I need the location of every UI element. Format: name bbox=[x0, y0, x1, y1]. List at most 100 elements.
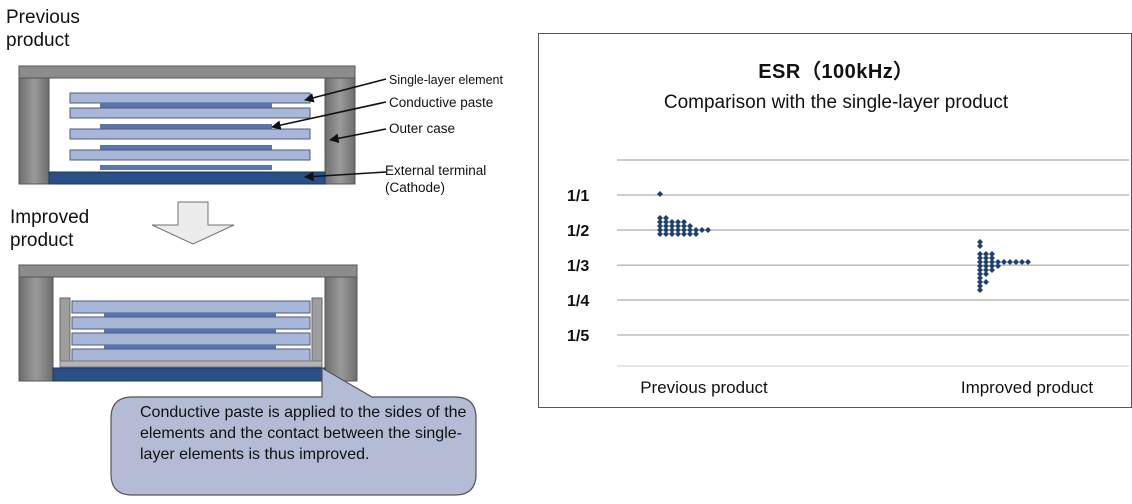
data-point bbox=[681, 231, 687, 237]
data-point bbox=[983, 263, 989, 269]
data-point bbox=[693, 227, 699, 233]
callout-bubble bbox=[110, 366, 477, 496]
outer-case-right-wall bbox=[324, 276, 358, 382]
external-terminal bbox=[52, 367, 326, 382]
data-point bbox=[977, 259, 983, 265]
x-tick-label: Previous product bbox=[640, 378, 768, 397]
single-layer-element bbox=[71, 332, 311, 346]
outer-case-top bbox=[18, 65, 356, 79]
data-point bbox=[1025, 259, 1031, 265]
data-point bbox=[657, 191, 663, 197]
down-arrow-icon bbox=[151, 201, 235, 245]
data-point bbox=[675, 227, 681, 233]
data-point bbox=[681, 219, 687, 225]
structure-diagram bbox=[18, 65, 477, 496]
y-tick-label: 1/2 bbox=[567, 223, 589, 240]
data-point bbox=[657, 231, 663, 237]
data-point bbox=[977, 279, 983, 285]
data-point bbox=[663, 215, 669, 221]
data-point bbox=[669, 219, 675, 225]
data-point bbox=[1001, 259, 1007, 265]
single-layer-element bbox=[71, 348, 311, 362]
data-point bbox=[977, 271, 983, 277]
data-point bbox=[669, 223, 675, 229]
data-point bbox=[687, 227, 693, 233]
previous-product-label: Previous product bbox=[6, 7, 80, 51]
esr-chart: ESR（100kHz） Comparison with the single-l… bbox=[538, 33, 1132, 408]
bottom-paste-layer bbox=[59, 360, 323, 368]
data-point bbox=[657, 219, 663, 225]
data-point bbox=[675, 219, 681, 225]
data-point bbox=[989, 267, 995, 273]
outer-case-left-wall bbox=[18, 276, 54, 382]
data-point bbox=[1007, 259, 1013, 265]
data-point bbox=[989, 251, 995, 257]
single-layer-element-callout: Single-layer element bbox=[389, 73, 503, 87]
external-terminal-callout: External terminal (Cathode) bbox=[385, 163, 487, 195]
outer-case-callout: Outer case bbox=[389, 121, 456, 136]
data-point bbox=[687, 223, 693, 229]
data-point bbox=[983, 267, 989, 273]
data-point bbox=[699, 227, 705, 233]
data-point bbox=[675, 231, 681, 237]
conductive-paste-layer bbox=[100, 145, 272, 150]
y-tick-label: 1/1 bbox=[567, 188, 589, 205]
single-layer-element bbox=[71, 316, 311, 330]
data-point bbox=[669, 231, 675, 237]
data-point bbox=[681, 223, 687, 229]
data-point bbox=[977, 275, 983, 281]
outer-case-left-wall bbox=[18, 77, 50, 185]
conductive-paste-layer bbox=[104, 313, 276, 317]
side-conductive-paste bbox=[59, 297, 71, 367]
x-tick-label: Improved product bbox=[961, 378, 1094, 397]
external-terminal bbox=[48, 171, 326, 185]
data-point bbox=[989, 255, 995, 261]
y-tick-label: 1/4 bbox=[567, 293, 589, 310]
data-point bbox=[657, 223, 663, 229]
data-point bbox=[657, 227, 663, 233]
data-point bbox=[1019, 259, 1025, 265]
data-point bbox=[977, 283, 983, 289]
single-layer-element bbox=[69, 128, 311, 140]
data-point bbox=[681, 227, 687, 233]
outer-case-top bbox=[18, 264, 358, 278]
data-point bbox=[1013, 259, 1019, 265]
data-point bbox=[977, 287, 983, 293]
data-point bbox=[675, 223, 681, 229]
data-point bbox=[983, 279, 989, 285]
conductive-paste-layer bbox=[104, 345, 276, 349]
y-tick-label: 1/5 bbox=[567, 328, 589, 345]
conductive-paste-callout: Conductive paste bbox=[389, 95, 494, 110]
conductive-paste-layer bbox=[100, 124, 272, 129]
chart-title: ESR（100kHz） bbox=[758, 61, 914, 83]
data-point bbox=[977, 243, 983, 249]
previous-product-drawing bbox=[18, 65, 356, 185]
callout-note: Conductive paste is applied to the sides… bbox=[140, 404, 467, 463]
data-point bbox=[663, 219, 669, 225]
improved-product-drawing bbox=[18, 264, 358, 382]
leader-lines bbox=[271, 78, 387, 182]
single-layer-element bbox=[69, 107, 311, 119]
single-layer-element bbox=[69, 149, 311, 161]
data-point bbox=[669, 227, 675, 233]
data-point bbox=[663, 231, 669, 237]
data-point bbox=[657, 215, 663, 221]
data-point bbox=[663, 223, 669, 229]
data-point bbox=[687, 231, 693, 237]
chart-subtitle: Comparison with the single-layer product bbox=[663, 92, 1009, 113]
data-point bbox=[989, 259, 995, 265]
side-conductive-paste bbox=[311, 297, 323, 367]
conductive-paste-layer bbox=[100, 103, 272, 108]
y-tick-label: 1/3 bbox=[567, 258, 589, 275]
data-point bbox=[983, 271, 989, 277]
data-point bbox=[705, 227, 711, 233]
data-point bbox=[977, 251, 983, 257]
data-point bbox=[983, 255, 989, 261]
improved-product-label: Improved product bbox=[10, 207, 90, 251]
single-layer-element bbox=[71, 300, 311, 314]
data-point bbox=[977, 263, 983, 269]
data-point bbox=[693, 231, 699, 237]
outer-case-right-wall bbox=[324, 77, 356, 185]
data-point bbox=[977, 239, 983, 245]
data-point bbox=[977, 267, 983, 273]
